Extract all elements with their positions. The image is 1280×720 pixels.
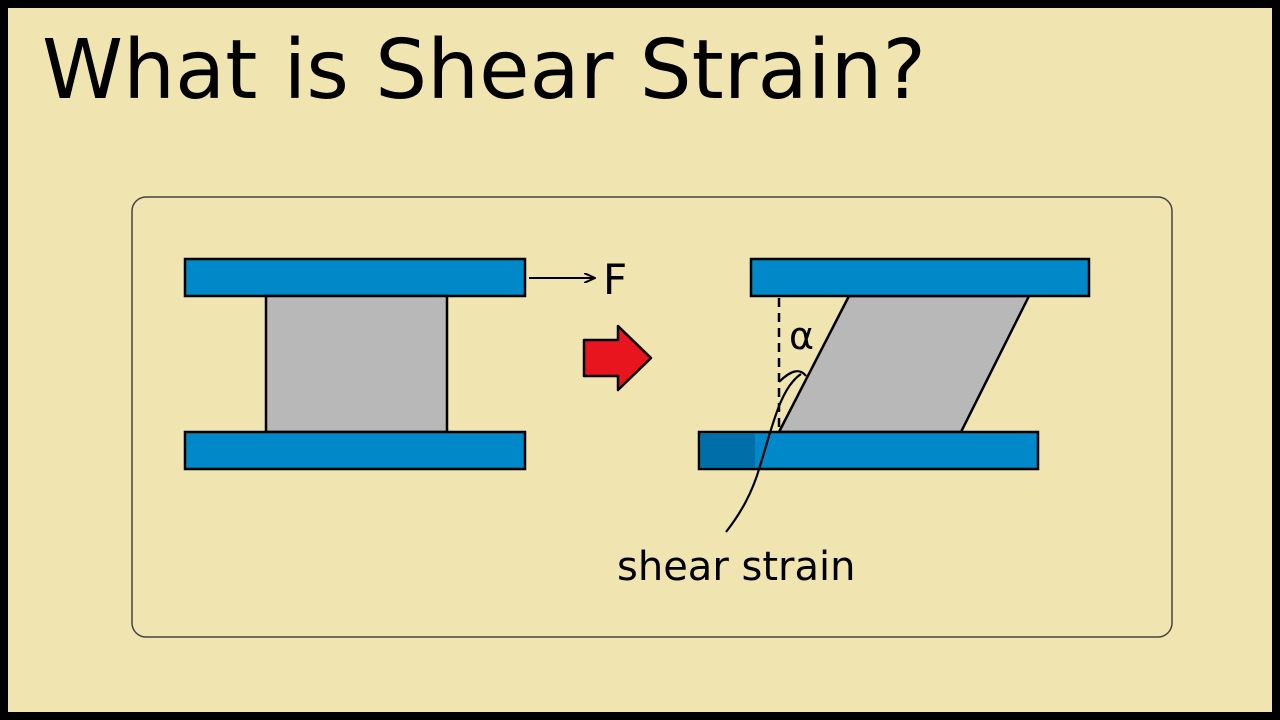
left-block <box>264 294 449 434</box>
deformed-specimen <box>697 257 1091 471</box>
page-background: What is Shear Strain? F <box>8 8 1272 712</box>
page-title: What is Shear Strain? <box>42 23 927 118</box>
sheared-block <box>777 294 1031 434</box>
right-bottom-plate <box>697 430 1040 471</box>
transition-arrow-icon <box>582 324 653 392</box>
leader-line <box>725 373 802 533</box>
left-bottom-plate <box>183 430 527 471</box>
right-bottom-plate-shadow <box>701 434 755 467</box>
diagram-frame <box>131 196 1173 638</box>
force-label: F <box>603 255 627 304</box>
shear-strain-diagram: F α shear strain <box>131 196 1173 638</box>
right-top-plate <box>749 257 1091 298</box>
angle-label: α <box>789 314 814 358</box>
left-top-plate <box>183 257 527 298</box>
shear-strain-label: shear strain <box>617 544 855 590</box>
angle-arc <box>778 370 807 383</box>
undeformed-specimen <box>183 257 527 471</box>
